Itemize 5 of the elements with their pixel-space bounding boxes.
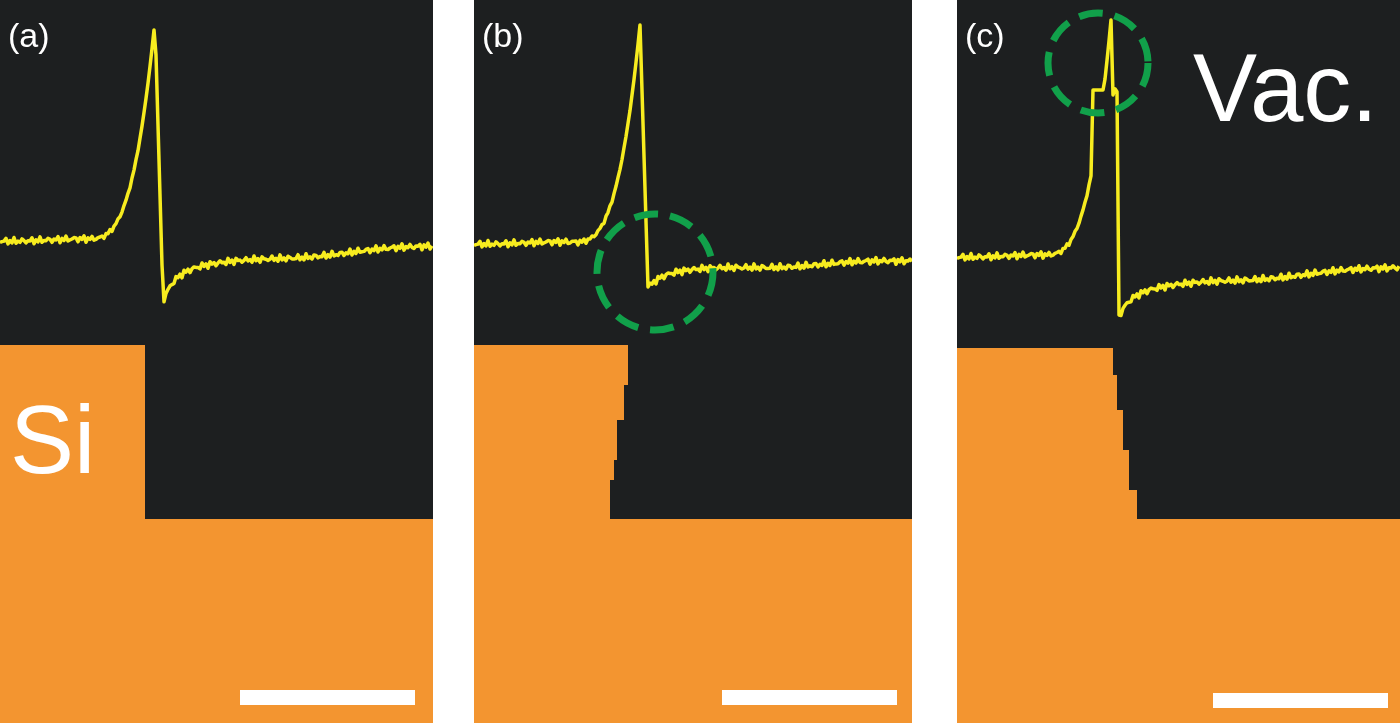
- panel-label: (b): [482, 18, 524, 52]
- panel-label: (c): [965, 18, 1005, 52]
- panel-label: (a): [8, 18, 50, 52]
- region-label: Si: [10, 392, 96, 488]
- region-label: Vac.: [1193, 40, 1378, 136]
